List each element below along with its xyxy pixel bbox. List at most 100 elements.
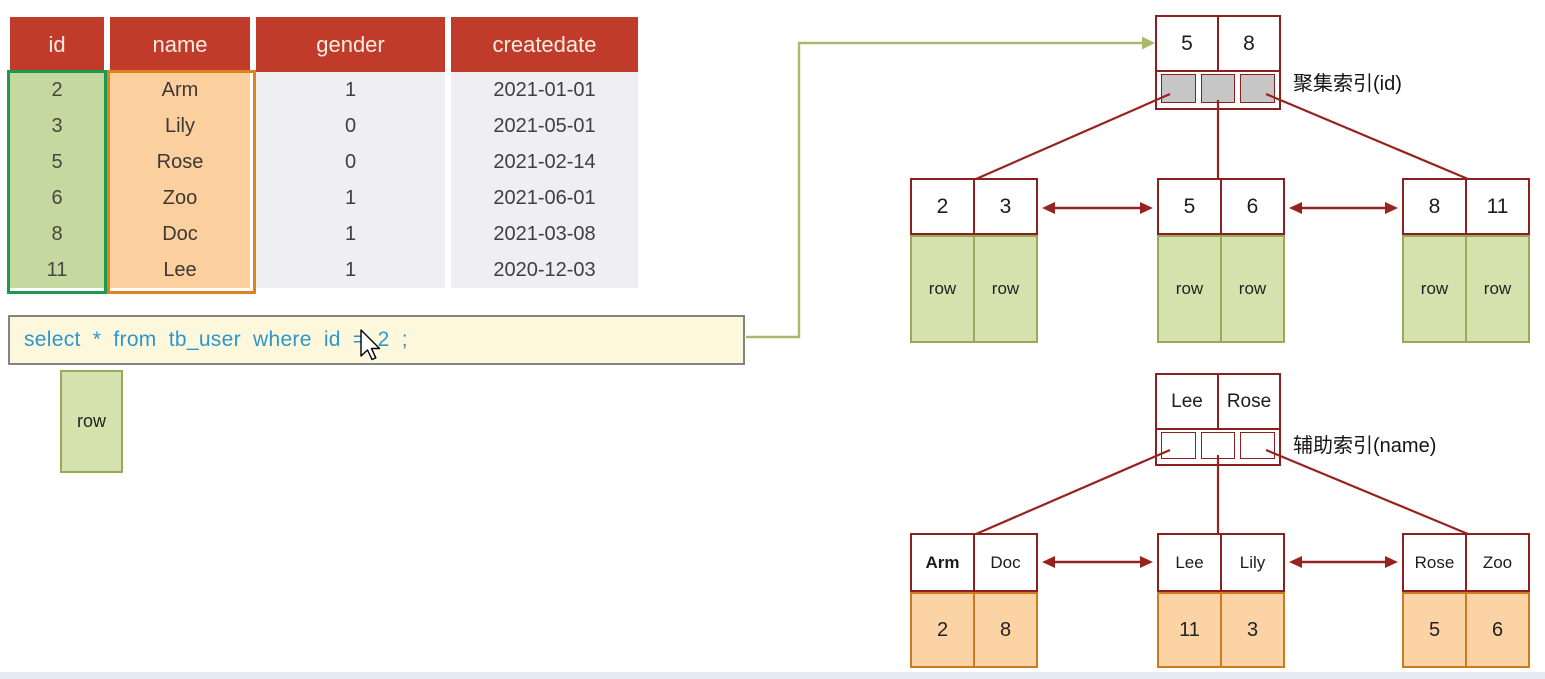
row-pointer-cell: row <box>1467 235 1530 343</box>
table-cell-createdate: 2021-03-08 <box>451 216 638 252</box>
table-row: 5 Rose 0 2021-02-14 <box>10 144 638 180</box>
sql-query-text: select * from tb_user where id = 2 ; <box>24 328 408 351</box>
pointer-cell <box>1240 74 1276 103</box>
clustered-index-leaf: 8 11 row row <box>1402 178 1530 343</box>
index-key-cell: Rose <box>1219 373 1281 430</box>
clustered-index-label: 聚集索引(id) <box>1293 73 1402 95</box>
table-cell-name: Rose <box>110 144 250 180</box>
table-row: 3 Lily 0 2021-05-01 <box>10 108 638 144</box>
table-cell-id: 6 <box>10 180 104 216</box>
index-key-cell: 6 <box>1222 178 1285 235</box>
tree-branch-line <box>975 92 1171 181</box>
index-key-cell: Lee <box>1157 533 1222 592</box>
table-body: 2 Arm 1 2021-01-01 3 Lily 0 2021-05-01 5… <box>10 72 638 288</box>
user-table: id name gender createdate 2 Arm 1 2021-0… <box>7 17 638 294</box>
root-key-row: Lee Rose <box>1155 373 1281 430</box>
index-key-cell: Zoo <box>1467 533 1530 592</box>
arrowhead-icon <box>1042 202 1055 214</box>
pointer-cell <box>1200 432 1236 459</box>
tree-branch-line <box>1265 92 1469 181</box>
table-cell-name: Lee <box>110 252 250 288</box>
id-value-cell: 6 <box>1467 592 1530 668</box>
table-row: 11 Lee 1 2020-12-03 <box>10 252 638 288</box>
column-header-name: name <box>110 17 250 72</box>
sql-query-box: select * from tb_user where id = 2 ; <box>8 315 745 365</box>
column-header-createdate: createdate <box>451 17 638 72</box>
pointer-cell <box>1200 74 1236 103</box>
index-key-cell: Lily <box>1222 533 1285 592</box>
table-row: 2 Arm 1 2021-01-01 <box>10 72 638 108</box>
table-cell-name: Arm <box>110 72 250 108</box>
table-cell-name: Doc <box>110 216 250 252</box>
pointer-cell <box>1161 432 1196 459</box>
arrowhead-icon <box>1385 556 1398 568</box>
table-cell-createdate: 2021-06-01 <box>451 180 638 216</box>
clustered-index-root: 5 8 <box>1155 15 1281 110</box>
index-key-cell: 8 <box>1219 15 1281 72</box>
table-header-row: id name gender createdate <box>10 17 638 72</box>
root-pointer-row <box>1155 72 1281 110</box>
arrowhead-icon <box>1289 556 1302 568</box>
index-key-cell: 5 <box>1155 15 1219 72</box>
row-pointer-cell: row <box>1157 235 1222 343</box>
table-cell-gender: 1 <box>256 180 445 216</box>
table-cell-name: Lily <box>110 108 250 144</box>
index-key-cell: 3 <box>975 178 1038 235</box>
table-cell-gender: 0 <box>256 108 445 144</box>
pointer-cell <box>1240 432 1276 459</box>
column-header-gender: gender <box>256 17 445 72</box>
table-row: 8 Doc 1 2021-03-08 <box>10 216 638 252</box>
table-cell-createdate: 2021-01-01 <box>451 72 638 108</box>
index-key-cell: Rose <box>1402 533 1467 592</box>
index-key-cell: 11 <box>1467 178 1530 235</box>
arrowhead-icon <box>1042 556 1055 568</box>
table-cell-gender: 1 <box>256 216 445 252</box>
tree-branch-line <box>975 448 1171 536</box>
table-cell-id: 5 <box>10 144 104 180</box>
secondary-index-leaf: Rose Zoo 5 6 <box>1402 533 1530 668</box>
column-header-id: id <box>10 17 104 72</box>
secondary-index-leaf: Lee Lily 11 3 <box>1157 533 1285 668</box>
index-key-cell: 8 <box>1402 178 1467 235</box>
id-value-cell: 3 <box>1222 592 1285 668</box>
row-pointer-cell: row <box>975 235 1038 343</box>
arrowhead-icon <box>1289 202 1302 214</box>
arrowhead-icon <box>1140 556 1153 568</box>
id-value-cell: 5 <box>1402 592 1467 668</box>
root-key-row: 5 8 <box>1155 15 1281 72</box>
clustered-index-leaf: 2 3 row row <box>910 178 1038 343</box>
arrowhead-icon <box>1385 202 1398 214</box>
index-key-cell: Lee <box>1155 373 1219 430</box>
row-pointer-cell: row <box>1222 235 1285 343</box>
table-cell-id: 11 <box>10 252 104 288</box>
clustered-index-leaf: 5 6 row row <box>1157 178 1285 343</box>
root-pointer-row <box>1155 430 1281 466</box>
table-cell-createdate: 2021-02-14 <box>451 144 638 180</box>
index-key-cell: Arm <box>910 533 975 592</box>
table-cell-id: 3 <box>10 108 104 144</box>
secondary-index-label: 辅助索引(name) <box>1293 435 1437 457</box>
row-pointer-cell: row <box>1402 235 1467 343</box>
secondary-index-leaf: Arm Doc 2 8 <box>910 533 1038 668</box>
table-cell-id: 8 <box>10 216 104 252</box>
row-pointer-cell: row <box>910 235 975 343</box>
index-key-cell: 2 <box>910 178 975 235</box>
id-value-cell: 11 <box>1157 592 1222 668</box>
table-cell-gender: 0 <box>256 144 445 180</box>
row-box: row <box>60 370 123 473</box>
table-cell-createdate: 2020-12-03 <box>451 252 638 288</box>
table-row: 6 Zoo 1 2021-06-01 <box>10 180 638 216</box>
id-value-cell: 2 <box>910 592 975 668</box>
secondary-index-root: Lee Rose <box>1155 373 1281 466</box>
table-cell-gender: 1 <box>256 252 445 288</box>
arrowhead-icon <box>1140 202 1153 214</box>
query-arrowhead-icon <box>1142 36 1155 50</box>
index-key-cell: Doc <box>975 533 1038 592</box>
bottom-edge-strip <box>0 672 1545 679</box>
pointer-cell <box>1161 74 1196 103</box>
tree-branch-line <box>1265 448 1469 536</box>
table-cell-id: 2 <box>10 72 104 108</box>
table-cell-gender: 1 <box>256 72 445 108</box>
index-key-cell: 5 <box>1157 178 1222 235</box>
